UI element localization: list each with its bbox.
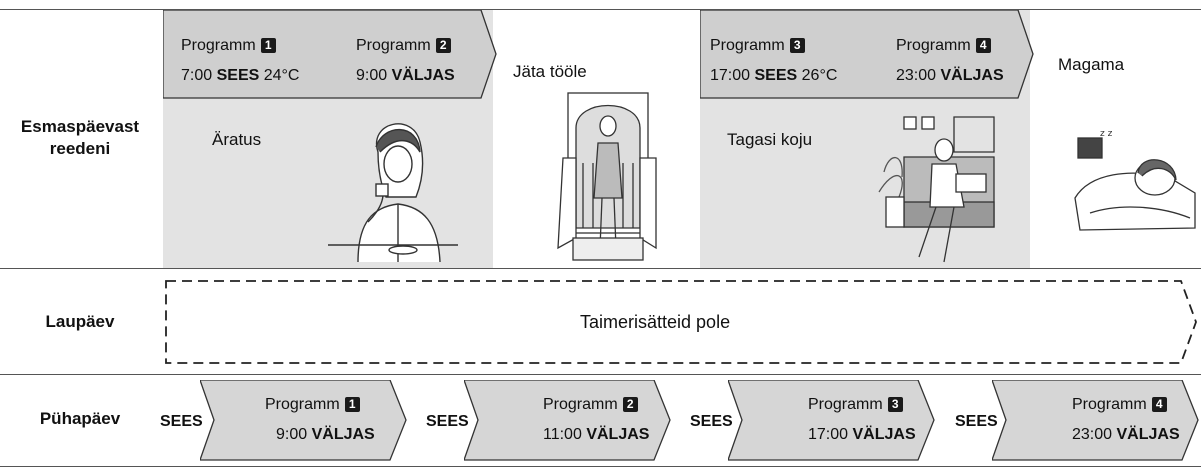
sunday-arrow-2: [464, 380, 671, 461]
row-label-saturday: Laupäev: [45, 312, 115, 331]
row-label-sunday: Pühapäev: [39, 409, 121, 428]
saturday-dashed-arrow: [165, 280, 1197, 364]
svg-text:z z: z z: [1100, 129, 1113, 139]
sunday-program-4-detail: 23:00 VÄLJAS: [1072, 426, 1180, 443]
sunday-sees-1: SEES: [160, 413, 203, 430]
weekday-bottom-rule: [0, 268, 1201, 269]
sunday-arrow-1: [200, 380, 407, 461]
program-4-detail: 23:00 VÄLJAS: [896, 67, 1004, 84]
saturday-text: Taimerisätteid pole: [580, 312, 731, 332]
program-arrow-3-4: [700, 10, 1034, 99]
top-rule: [0, 9, 1201, 10]
woman-coffee-illustration: [328, 123, 458, 262]
sunday-program-3-detail: 17:00 VÄLJAS: [808, 426, 916, 443]
sunday-program-2-detail: 11:00 VÄLJAS: [543, 426, 650, 443]
woman-sofa-illustration: [878, 116, 995, 263]
sleeping-woman-illustration: z z: [1074, 129, 1196, 231]
row-label-weekday: Esmaspäevast reedeni: [20, 117, 140, 158]
sunday-sees-3: SEES: [690, 413, 733, 430]
sunday-sees-4: SEES: [955, 413, 998, 430]
sunday-arrow-4: [992, 380, 1199, 461]
sunday-sees-2: SEES: [426, 413, 469, 430]
sunday-arrow-3: [728, 380, 935, 461]
program-3-detail: 17:00 SEES 26°C: [710, 67, 838, 84]
caption-wake: Äratus: [212, 130, 262, 149]
program-2-detail: 9:00 VÄLJAS: [356, 67, 455, 84]
caption-leave: Jäta tööle: [513, 62, 587, 81]
program-arrow-1-2: [163, 10, 497, 99]
woman-door-illustration: [557, 92, 657, 261]
sunday-program-1-detail: 9:00 VÄLJAS: [276, 426, 375, 443]
caption-home: Tagasi koju: [727, 130, 813, 149]
program-1-detail: 7:00 SEES 24°C: [181, 67, 300, 84]
caption-sleep: Magama: [1058, 55, 1125, 74]
saturday-bottom-rule: [0, 374, 1201, 375]
